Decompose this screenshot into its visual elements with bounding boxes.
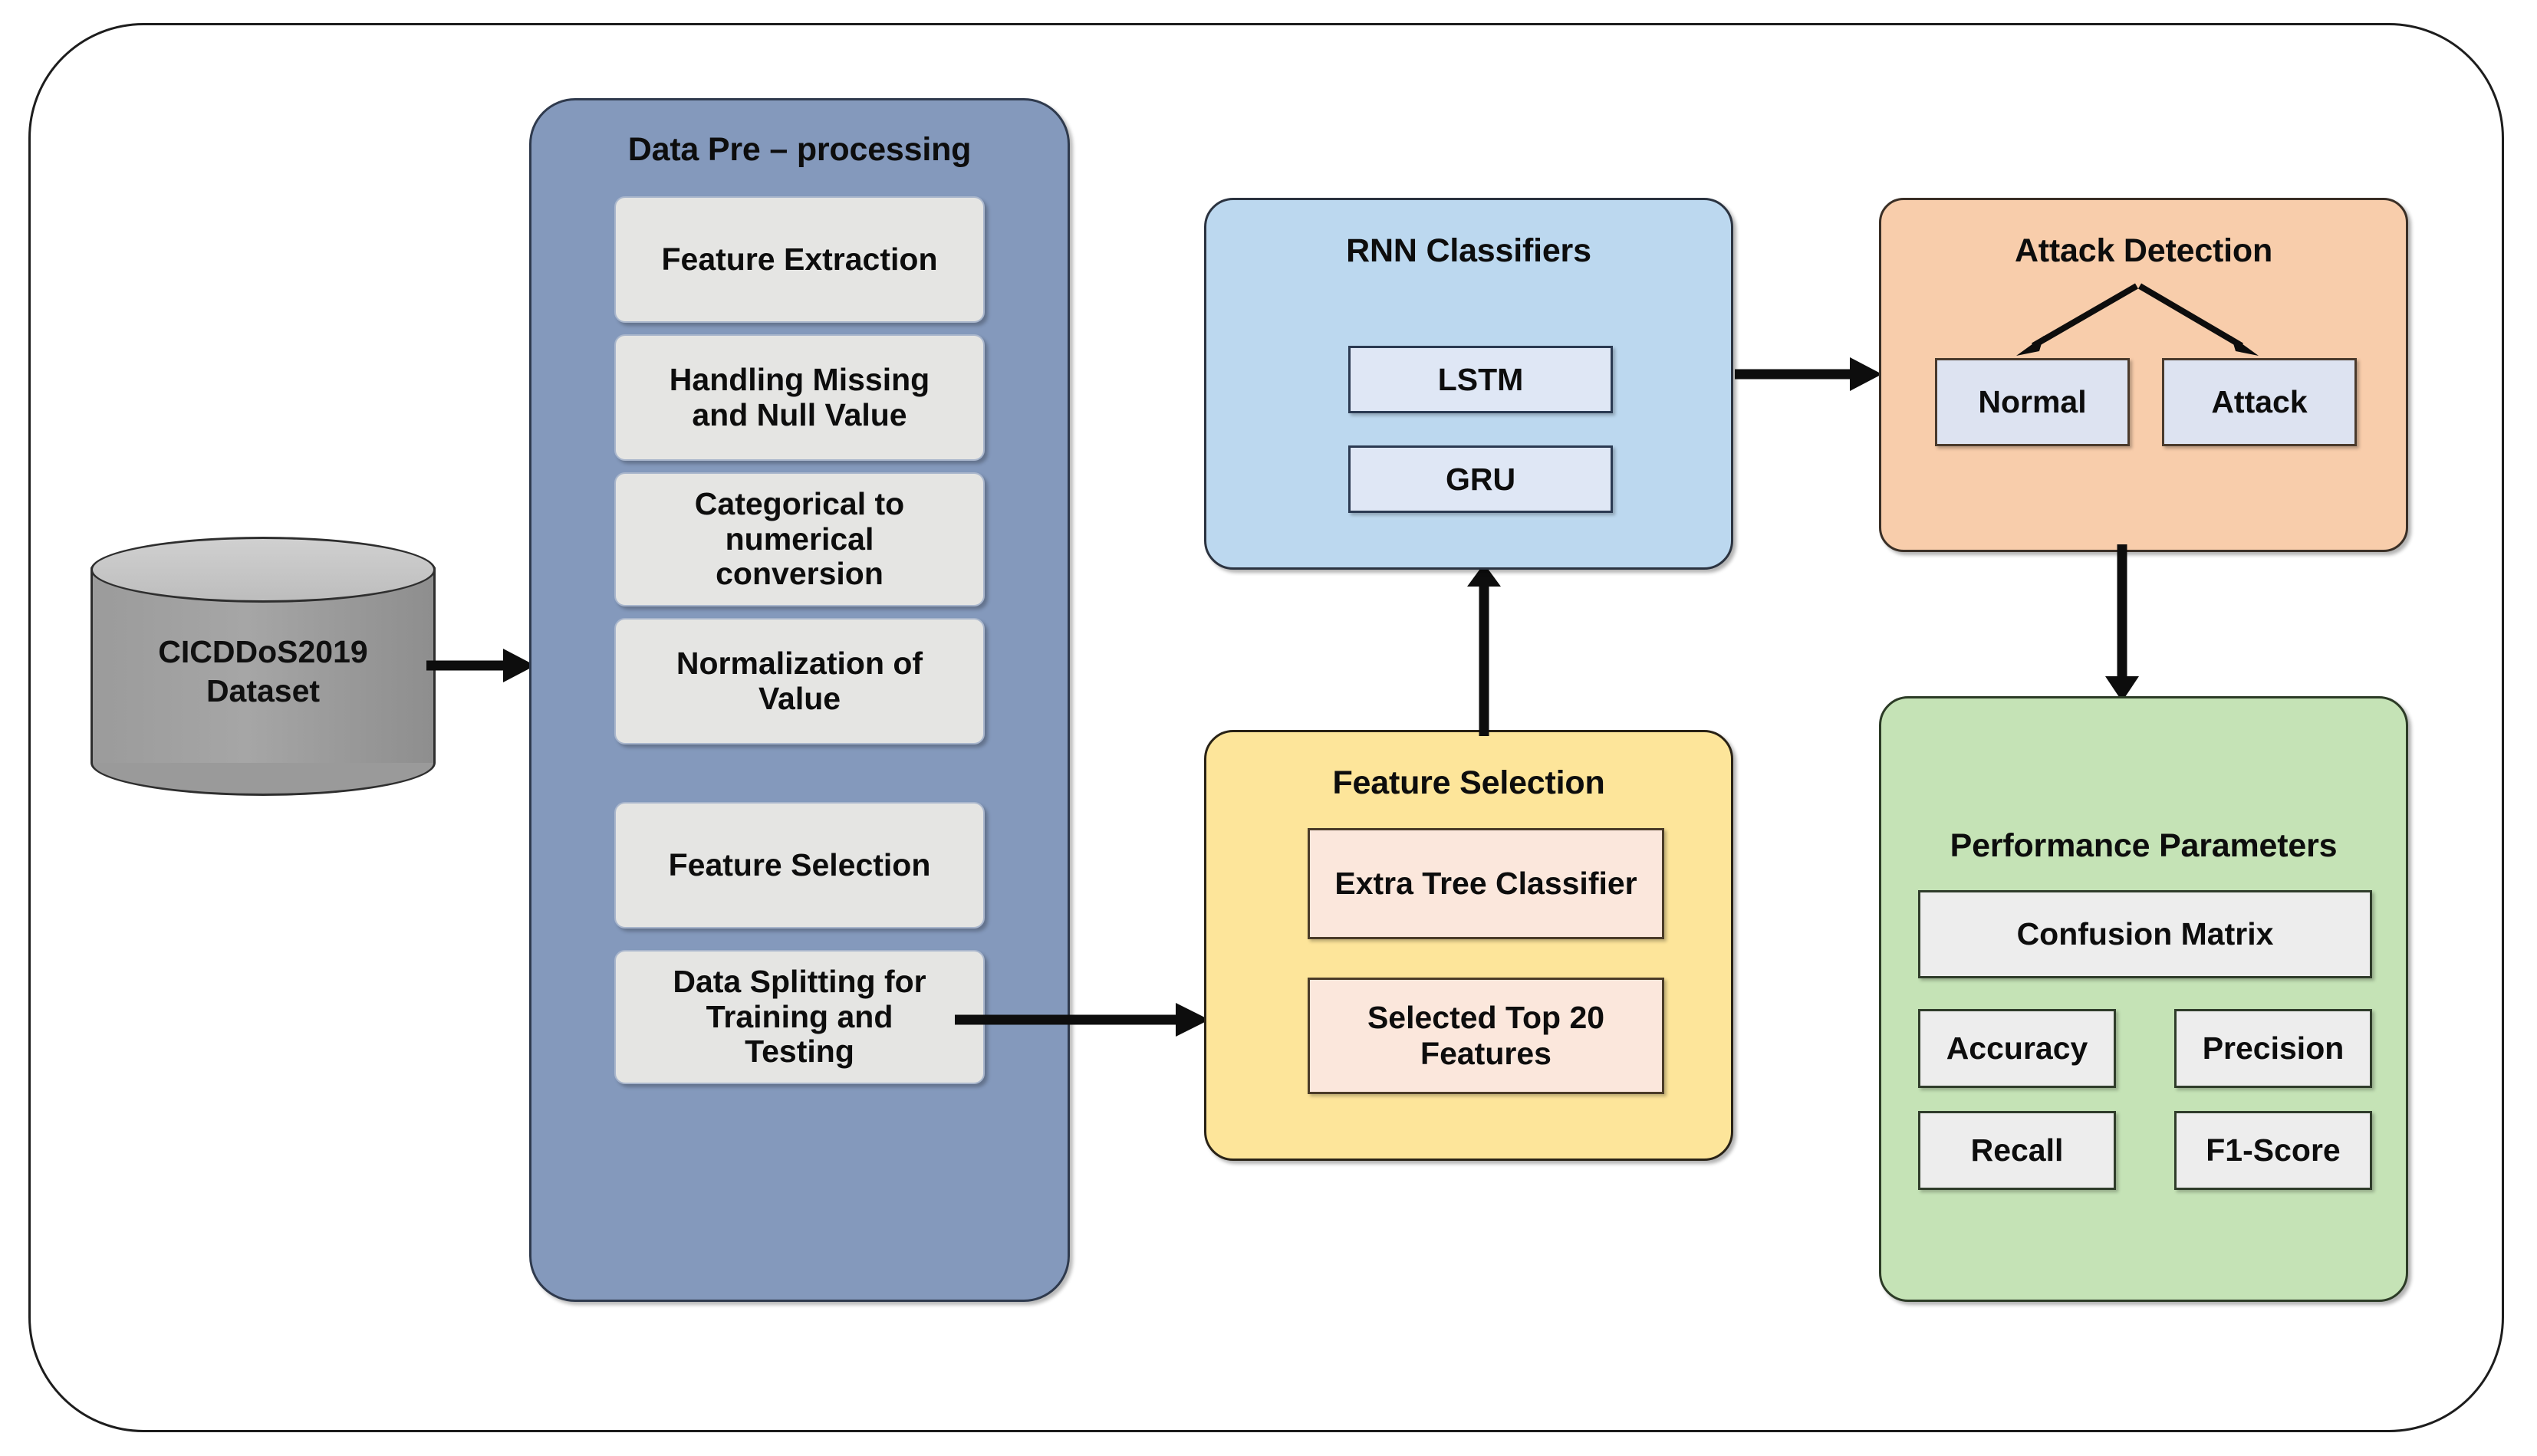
dataset-label: CICDDoS2019 Dataset	[90, 633, 436, 712]
dataset-label-line2: Dataset	[206, 673, 321, 709]
preprocessing-item-categorical-to-numerical[interactable]: Categorical to numerical conversion	[614, 472, 985, 606]
performance-item-recall[interactable]: Recall	[1918, 1111, 2116, 1190]
performance-item-label: Recall	[1970, 1132, 2064, 1168]
attack-detection-branch-arrows	[2016, 283, 2259, 356]
performance-item-label: Confusion Matrix	[2016, 916, 2274, 951]
preprocessing-item-label-line2: and Null Value	[692, 396, 907, 432]
feature-selection-item-selected-top-20[interactable]: Selected Top 20 Features	[1308, 978, 1664, 1094]
preprocessing-item-feature-extraction[interactable]: Feature Extraction	[614, 196, 985, 323]
preprocessing-item-normalization[interactable]: Normalization of Value	[614, 618, 985, 744]
attack-detection-outcome-normal[interactable]: Normal	[1935, 358, 2130, 446]
rnn-item-label: GRU	[1445, 461, 1516, 497]
attack-detection-outcome-label: Normal	[1978, 384, 2087, 419]
stage-performance-parameters: Performance Parameters Confusion Matrix …	[1879, 696, 2408, 1302]
rnn-item-lstm[interactable]: LSTM	[1348, 346, 1613, 413]
performance-item-label: F1-Score	[2206, 1132, 2341, 1168]
preprocessing-item-label-line1: Normalization of	[676, 645, 923, 681]
preprocessing-item-feature-selection[interactable]: Feature Selection	[614, 802, 985, 928]
attack-detection-outcome-attack[interactable]: Attack	[2162, 358, 2357, 446]
feature-selection-item-label-line1: Selected Top 20	[1367, 1000, 1605, 1036]
dataset-cylinder: CICDDoS2019 Dataset	[90, 537, 436, 801]
preprocessing-item-label: Feature Selection	[668, 846, 931, 882]
arrow-dataset-to-preprocessing	[426, 643, 541, 689]
stage-rnn-classifiers: RNN Classifiers LSTM GRU	[1204, 198, 1733, 570]
arrow-featureselection-to-fsel-stage	[955, 997, 1216, 1043]
preprocessing-item-label-line2: Value	[758, 680, 841, 716]
feature-selection-item-label: Extra Tree Classifier	[1334, 866, 1637, 902]
performance-item-label: Precision	[2202, 1030, 2345, 1066]
preprocessing-item-label-line2: Training and	[706, 998, 893, 1034]
dataset-label-line1: CICDDoS2019	[158, 634, 368, 669]
stage-data-preprocessing: Data Pre – processing Feature Extraction…	[529, 98, 1070, 1302]
preprocessing-item-label: Feature Extraction	[661, 241, 938, 277]
performance-item-accuracy[interactable]: Accuracy	[1918, 1009, 2116, 1088]
feature-selection-title: Feature Selection	[1332, 764, 1605, 801]
preprocessing-item-label-line3: conversion	[716, 556, 884, 592]
rnn-item-gru[interactable]: GRU	[1348, 445, 1613, 513]
preprocessing-item-handling-missing-null[interactable]: Handling Missing and Null Value	[614, 334, 985, 461]
performance-item-confusion-matrix[interactable]: Confusion Matrix	[1918, 890, 2372, 978]
performance-item-f1-score[interactable]: F1-Score	[2174, 1111, 2372, 1190]
preprocessing-item-label-line2: numerical	[725, 521, 874, 557]
arrow-rnn-to-attack-detection	[1735, 351, 1888, 397]
feature-selection-item-label-line2: Features	[1420, 1036, 1551, 1071]
preprocessing-item-label-line1: Data Splitting for	[673, 963, 926, 999]
arrow-fsel-to-rnn	[1457, 564, 1511, 736]
stage-attack-detection: Attack Detection Normal Attack	[1879, 198, 2408, 552]
rnn-classifiers-title: RNN Classifiers	[1346, 232, 1591, 269]
cylinder-top-ellipse	[90, 537, 436, 603]
performance-item-label: Accuracy	[1946, 1030, 2088, 1066]
attack-detection-outcome-label: Attack	[2211, 384, 2308, 419]
preprocessing-item-label-line3: Testing	[745, 1034, 854, 1070]
preprocessing-title: Data Pre – processing	[627, 131, 972, 168]
arrow-attack-to-performance	[2096, 544, 2150, 705]
preprocessing-item-data-splitting[interactable]: Data Splitting for Training and Testing	[614, 950, 985, 1084]
performance-item-precision[interactable]: Precision	[2174, 1009, 2372, 1088]
performance-parameters-title: Performance Parameters	[1950, 827, 2338, 864]
feature-selection-item-extra-tree-classifier[interactable]: Extra Tree Classifier	[1308, 828, 1664, 939]
stage-feature-selection: Feature Selection Extra Tree Classifier …	[1204, 730, 1733, 1161]
attack-detection-title: Attack Detection	[2014, 232, 2273, 269]
preprocessing-item-label-line1: Categorical to	[694, 485, 905, 521]
rnn-item-label: LSTM	[1437, 361, 1524, 397]
preprocessing-item-label-line1: Handling Missing	[669, 361, 930, 397]
